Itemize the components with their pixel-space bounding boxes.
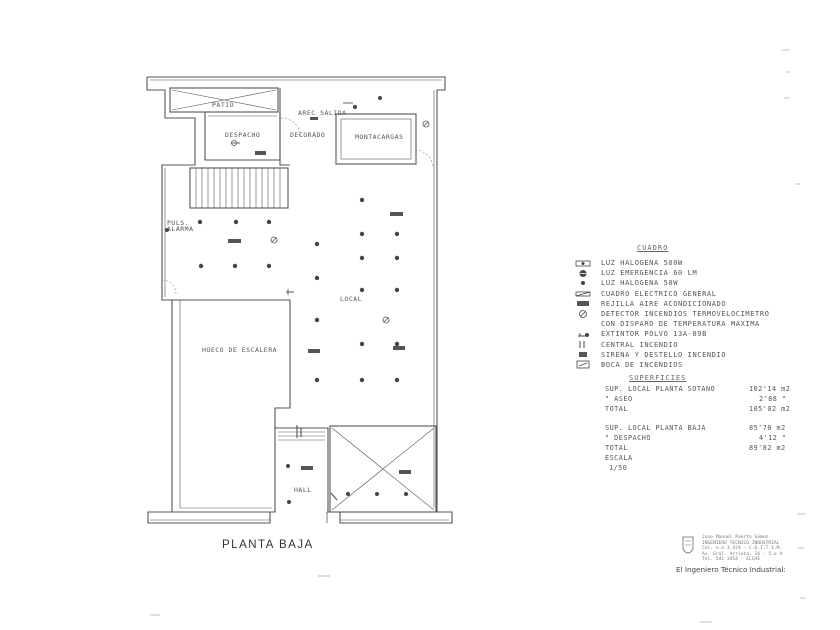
area-row: SUP. LOCAL PLANTA BAJA 85'70 m2: [605, 424, 786, 433]
legend-row: SIRENA Y DESTELLO INCENDIO: [565, 350, 837, 360]
legend-row: CUADRO ELECTRICO GENERAL: [565, 289, 837, 299]
legend-row: REJILLA AIRE ACONDICIONADO: [565, 299, 837, 309]
legend-row: BOCA DE INCENDIOS: [565, 360, 837, 370]
label-arec: AREC SALIDA: [298, 109, 347, 117]
plan-title: PLANTA BAJA: [222, 539, 314, 551]
area-row: SUP. LOCAL PLANTA SOTANO 102'14 m2: [605, 385, 791, 394]
area-row: " DESPACHO 4'12 ": [605, 434, 787, 443]
label-puls: PULS.: [167, 219, 190, 227]
fire-hose-icon: [565, 360, 601, 369]
label-alarma: ALARMA: [167, 225, 194, 233]
legend: CUADRO LUZ HALOGENA 500W LUZ EMERGENCIA …: [565, 244, 837, 474]
scale-label: ESCALA: [605, 454, 633, 463]
legend-row: CON DISPARO DE TEMPERATURA MAXIMA: [601, 320, 760, 329]
ac-grille-icon: [565, 300, 601, 307]
legend-row: LUZ EMERGENCIA 60 LM: [565, 268, 837, 278]
label-patio: PATIO: [212, 101, 235, 109]
label-decorado: DECORADO: [290, 131, 326, 139]
scale-value: 1/50: [609, 464, 628, 473]
label-hall: HALL: [294, 486, 312, 494]
label-despacho: DESPACHO: [225, 131, 261, 139]
label-hueco-escalera: HUECO DE ESCALERA: [202, 346, 278, 354]
area-row: " ASEO 2'88 ": [605, 395, 787, 404]
label-montacargas: MONTACARGAS: [355, 133, 404, 141]
coat-of-arms-icon: [682, 536, 694, 554]
label-local: LOCAL: [340, 295, 363, 303]
legend-row: EXTINTOR POLVO 13A-89B: [565, 329, 837, 339]
area-row: TOTAL 105'02 m2: [605, 405, 791, 414]
halogen-50w-icon: [565, 279, 601, 287]
electric-panel-icon: [565, 290, 601, 298]
engineer-caption: El Ingeniero Técnico Industrial:: [676, 565, 786, 574]
extinguisher-icon: [565, 330, 601, 339]
legend-row: DETECTOR INCENDIOS TERMOVELOCIMETRO: [565, 309, 837, 319]
fire-detector-icon: [565, 309, 601, 319]
siren-icon: [565, 350, 601, 359]
emergency-light-icon: [565, 269, 601, 278]
legend-row: LUZ HALOGENA 500W: [565, 258, 837, 268]
halogen-500w-icon: [565, 260, 601, 267]
superficies-heading: SUPERFICIES: [629, 374, 687, 383]
engineer-stamp: Jose Manuel Puerto Gomez INGENIERO TECNI…: [680, 535, 782, 563]
fire-central-icon: [565, 340, 601, 349]
legend-heading: CUADRO: [637, 244, 669, 252]
legend-row: CENTRAL INCENDIO: [565, 340, 837, 350]
legend-row: LUZ HALOGENA 50W: [565, 278, 837, 288]
area-row: TOTAL 89'82 m2: [605, 444, 786, 453]
